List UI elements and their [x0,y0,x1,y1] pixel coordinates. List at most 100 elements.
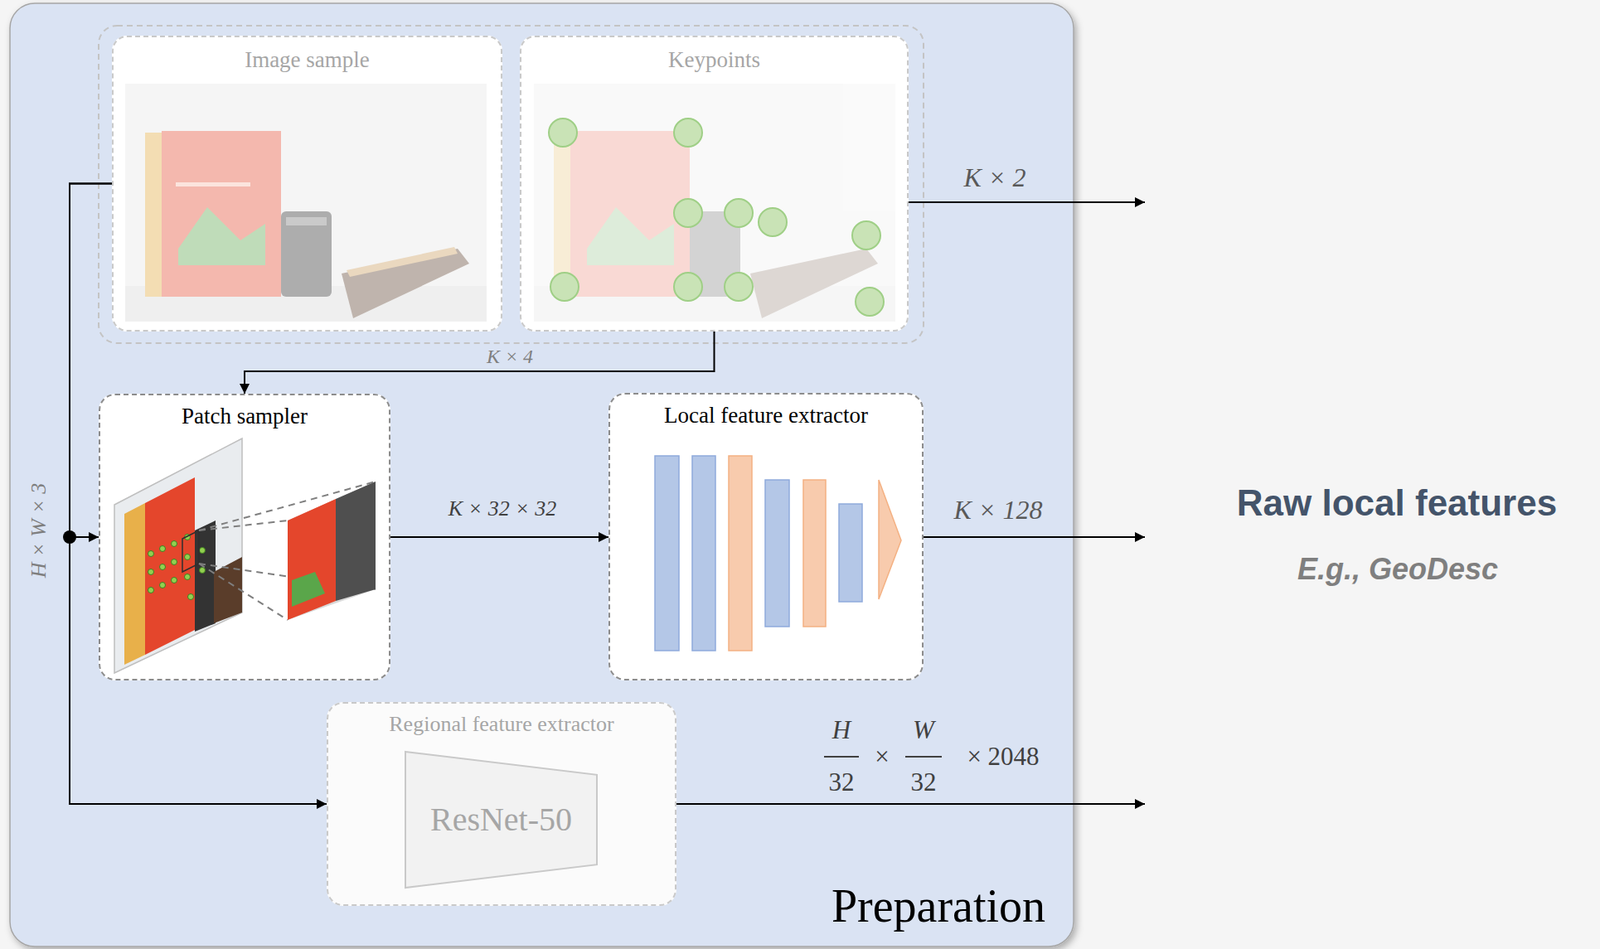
label-holder: × 2048 [966,741,1039,772]
patch-sampler-box-fill [98,393,391,681]
label-holder: K × 32 × 32 [448,496,557,522]
patch-sampler-illustration [148,569,155,576]
patch-sampler-illustration [335,481,376,602]
patch-sampler-illustration [182,530,199,573]
patch-sampler-illustration [160,582,166,589]
label-holder: H [832,715,851,746]
label-holder: Raw local features [1236,482,1557,525]
cnn-layers [878,480,902,600]
patch-sampler-illustration [213,557,243,624]
patch-sampler-illustration [198,563,288,621]
node-fills [9,3,1074,947]
box-title: Patch sampler [181,403,308,430]
keypoint-markers [673,118,703,147]
block-label: ResNet-50 [430,800,573,839]
edge-label: K × 4 [486,345,534,369]
image-sample-photo [125,83,487,322]
box-title: Keypoints [668,47,761,73]
local-feature-box-fill [608,392,924,681]
regional-feature-box: Regional feature extractorResNet-50 [326,702,677,907]
edge-label: K × 32 × 32 [448,496,557,522]
resnet-block: ResNet-50 [405,751,597,888]
box-title: Local feature extractor [664,402,868,429]
label-holder: 32 [911,767,937,798]
connector [69,184,327,805]
patch-sampler-illustration [148,534,206,601]
image-sample-photo [178,207,266,266]
image-sample-photo [346,247,458,277]
keypoint-markers [855,287,884,316]
dimension-label: K × 2 [964,162,1027,194]
patch-sampler-illustration [148,551,155,558]
keypoints-photo [533,83,896,322]
patch-sampler-illustration [160,564,166,571]
keypoint-markers [550,272,579,301]
image-sample-photo [175,182,251,187]
keypoint-markers [724,198,753,228]
patch-sampler-illustration [291,572,325,607]
patch-sampler-illustration [114,438,376,674]
patch-sampler-illustration [198,481,376,621]
box-title: Regional feature extractor [388,712,614,737]
regional-feature-box-fill [326,702,677,907]
label-holder: K × 4 [486,345,534,369]
box-title: Image sample [244,47,370,73]
image-sample-photo [286,217,327,226]
fraction-bar [905,756,942,758]
patch-sampler-illustration [124,503,146,665]
panel-title: Preparation [831,879,1046,933]
dimension-label: H [832,715,851,746]
label-holder: E.g., GeoDesc [1297,552,1499,587]
preparation-panel-fill [9,3,1074,947]
patch-sampler-illustration [114,438,243,674]
keypoint-markers [673,272,703,301]
cnn-layers [654,455,679,651]
patch-sampler-box: Patch sampler [98,393,391,681]
image-sample-photo [161,130,282,297]
patch-sampler-illustration [171,559,178,566]
patch-sampler-illustration [198,520,288,531]
patch-sampler-illustration [194,520,216,632]
keypoints-box-fill [519,35,909,332]
section-heading: Raw local features [1236,482,1557,525]
keypoints-box: Keypoints [519,35,909,332]
connector [69,184,112,539]
keypoint-markers [724,272,753,301]
patch-sampler-illustration [184,554,191,561]
output-arrow [923,536,1145,539]
preparation-panel: Preparation Image sample KeypointsPatch sa… [9,3,1074,947]
image-sample-photo [281,211,332,297]
keypoints-photo [586,207,674,266]
patch-sampler-illustration [188,594,194,601]
image-sample-box-fill [111,35,503,332]
keypoint-markers [758,208,787,237]
dimension-label: × 2048 [966,741,1039,772]
cnn-layers [838,504,863,602]
patch-sampler-illustration [171,577,178,584]
patch-sampler-illustration [145,477,195,655]
dimension-label: 32 [911,767,937,798]
patch-sampler-illustration [160,546,166,553]
label-holder: K × 2 [964,162,1027,194]
label-holder: K × 128 [954,494,1043,526]
label-holder: W [912,715,935,746]
fraction-bar [824,756,859,758]
cnn-layers [654,455,902,651]
connector [244,331,715,394]
keypoint-markers [548,118,884,316]
patch-sampler-illustration [199,567,206,574]
patch-sampler-illustration [287,499,336,621]
keypoints-photo [570,130,690,297]
local-feature-box: Local feature extractor [608,392,924,681]
label-holder: 32 [829,767,855,798]
dimension-label: K × 128 [954,494,1043,526]
trapezoid-shape [405,751,597,888]
image-sample-box: Image sample [111,35,503,332]
image-sample-photo [125,83,487,322]
dimension-label: 32 [829,767,855,798]
connector [390,536,609,539]
cnn-layers [803,480,826,627]
